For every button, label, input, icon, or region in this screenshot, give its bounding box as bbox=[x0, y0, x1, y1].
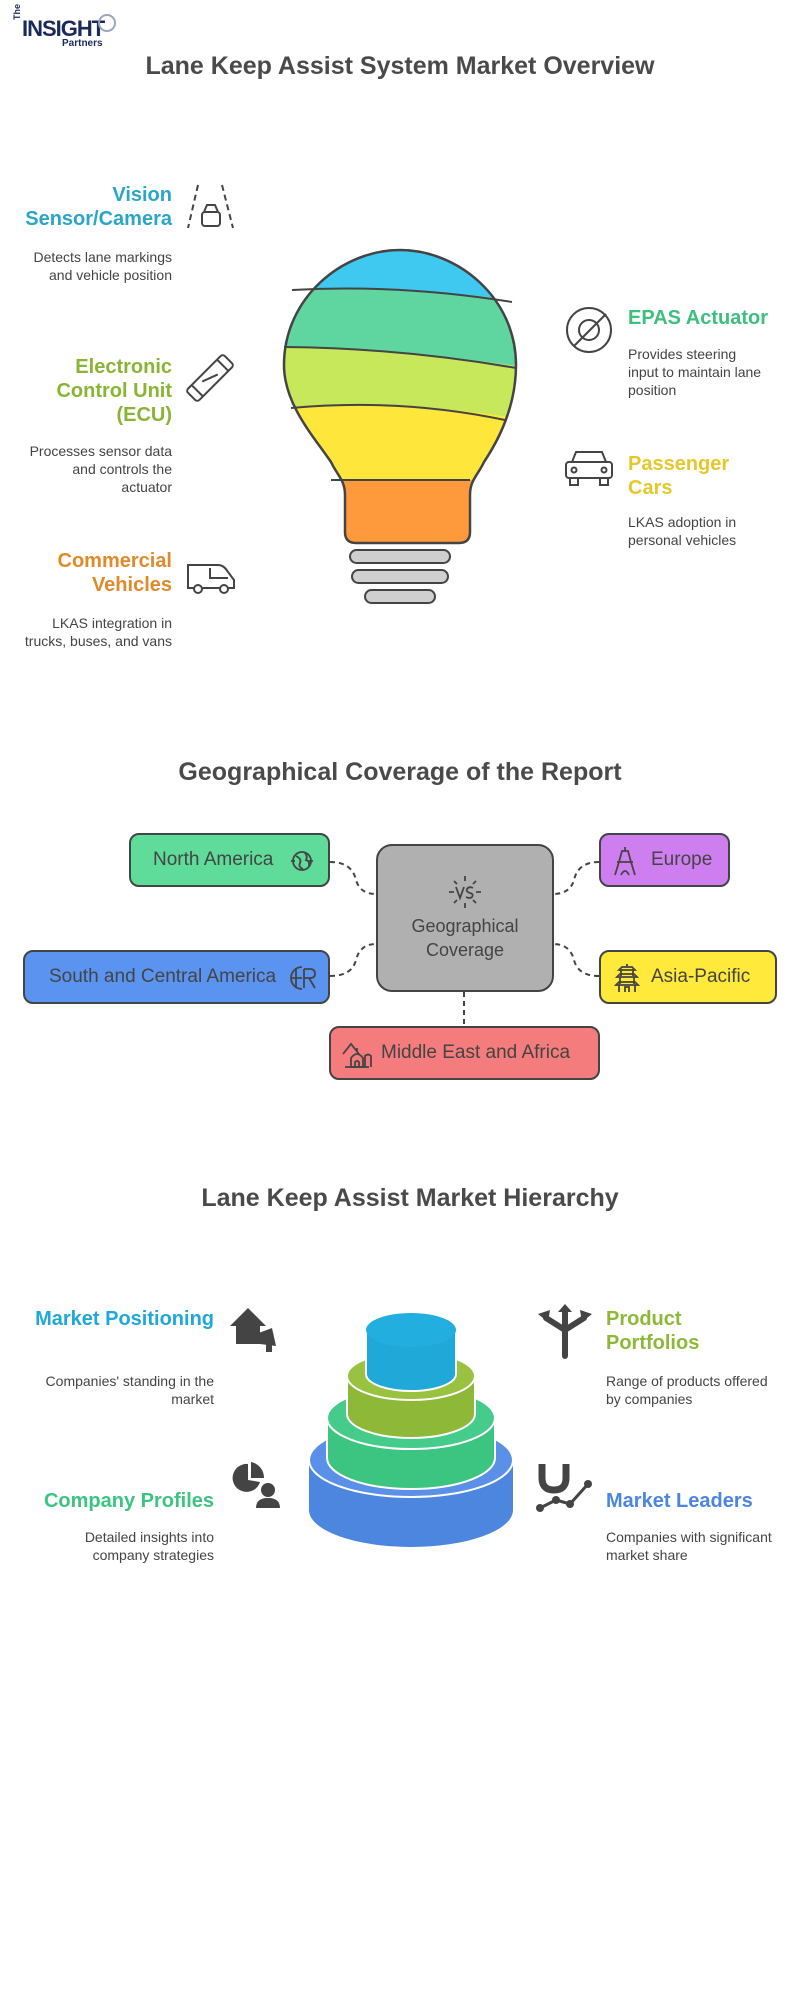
logo: The INSIGHT Partners bbox=[12, 4, 122, 54]
region-asia-pacific: Asia-Pacific bbox=[599, 950, 777, 1004]
coverage-connectors bbox=[329, 861, 600, 1026]
car-front-icon bbox=[565, 451, 613, 486]
region-europe-label: Europe bbox=[651, 849, 713, 870]
vision-sensor-desc: Detects lane markings and vehicle positi… bbox=[33, 249, 172, 283]
magnet-chart-icon bbox=[536, 1464, 592, 1512]
bulb-base-ring-3 bbox=[364, 589, 436, 604]
road-car-icon bbox=[187, 184, 234, 229]
logo-ring-icon bbox=[98, 14, 116, 32]
section2-title: Geographical Coverage of the Report bbox=[178, 758, 622, 786]
globe-er-icon bbox=[290, 966, 316, 990]
region-middle-east-africa: Middle East and Africa bbox=[329, 1026, 600, 1080]
split-arrows-icon bbox=[538, 1304, 592, 1359]
market-positioning-title: Market Positioning bbox=[35, 1308, 214, 1330]
region-europe: Europe bbox=[599, 833, 730, 887]
tier-market-positioning bbox=[365, 1313, 457, 1392]
bulb-base-ring-2 bbox=[351, 569, 449, 584]
passenger-cars-desc: LKAS adoption in personal vehicles bbox=[628, 514, 737, 548]
bulb-base-ring-1 bbox=[349, 549, 451, 564]
van-icon bbox=[187, 564, 235, 594]
region-south-central-america: South and Central America bbox=[23, 950, 330, 1004]
logo-partners: Partners bbox=[62, 38, 103, 49]
bulb-layers bbox=[284, 250, 516, 543]
section3-title: Lane Keep Assist Market Hierarchy bbox=[201, 1184, 619, 1212]
commercial-vehicles-title: Commercial Vehicles bbox=[57, 550, 173, 596]
globe-americas-icon bbox=[291, 851, 313, 871]
passenger-cars-title: Passenger Cars bbox=[628, 453, 730, 499]
pagoda-icon bbox=[613, 964, 641, 992]
product-portfolios-title: Product Portfolios bbox=[606, 1308, 700, 1354]
region-asia-pacific-label: Asia-Pacific bbox=[651, 966, 751, 987]
company-profiles-desc: Detailed insights into company strategie… bbox=[84, 1529, 214, 1563]
lightbulb-diagram bbox=[186, 184, 613, 604]
region-north-america-label: North America bbox=[153, 849, 274, 870]
vision-sensor-title: Vision Sensor/Camera bbox=[25, 184, 172, 230]
desert-mosque-icon bbox=[342, 1042, 372, 1068]
product-portfolios-desc: Range of products offered by companies bbox=[606, 1373, 768, 1407]
market-leaders-title: Market Leaders bbox=[606, 1490, 753, 1512]
region-middle-east-africa-label: Middle East and Africa bbox=[381, 1042, 571, 1063]
geographical-coverage-label: Geographical Coverage bbox=[411, 916, 519, 960]
market-leaders-desc: Companies with significant market share bbox=[606, 1529, 772, 1563]
company-profiles-title: Company Profiles bbox=[43, 1490, 214, 1512]
ecu-chip-icon bbox=[186, 354, 234, 402]
no-steering-icon bbox=[566, 307, 612, 353]
ecu-desc: Processes sensor data and controls the a… bbox=[29, 443, 172, 495]
ecu-title: Electronic Control Unit (ECU) bbox=[56, 356, 172, 426]
vs-burst-icon bbox=[449, 876, 481, 908]
pie-person-icon bbox=[232, 1462, 280, 1508]
epas-actuator-title: EPAS Actuator bbox=[628, 307, 769, 329]
section1-title: Lane Keep Assist System Market Overview bbox=[145, 52, 655, 80]
region-north-america: North America bbox=[129, 833, 330, 887]
geographical-coverage-hub: Geographical Coverage bbox=[376, 844, 554, 992]
house-megaphone-icon bbox=[230, 1308, 276, 1352]
hierarchy-diagram bbox=[308, 1313, 514, 1547]
eiffel-tower-icon bbox=[614, 847, 636, 876]
commercial-vehicles-desc: LKAS integration in trucks, buses, and v… bbox=[24, 615, 172, 649]
epas-actuator-desc: Provides steering input to maintain lane… bbox=[628, 346, 762, 398]
logo-insight: INSIGHT bbox=[22, 16, 105, 41]
market-positioning-desc: Companies' standing in the market bbox=[45, 1373, 214, 1407]
region-south-central-america-label: South and Central America bbox=[49, 966, 277, 987]
